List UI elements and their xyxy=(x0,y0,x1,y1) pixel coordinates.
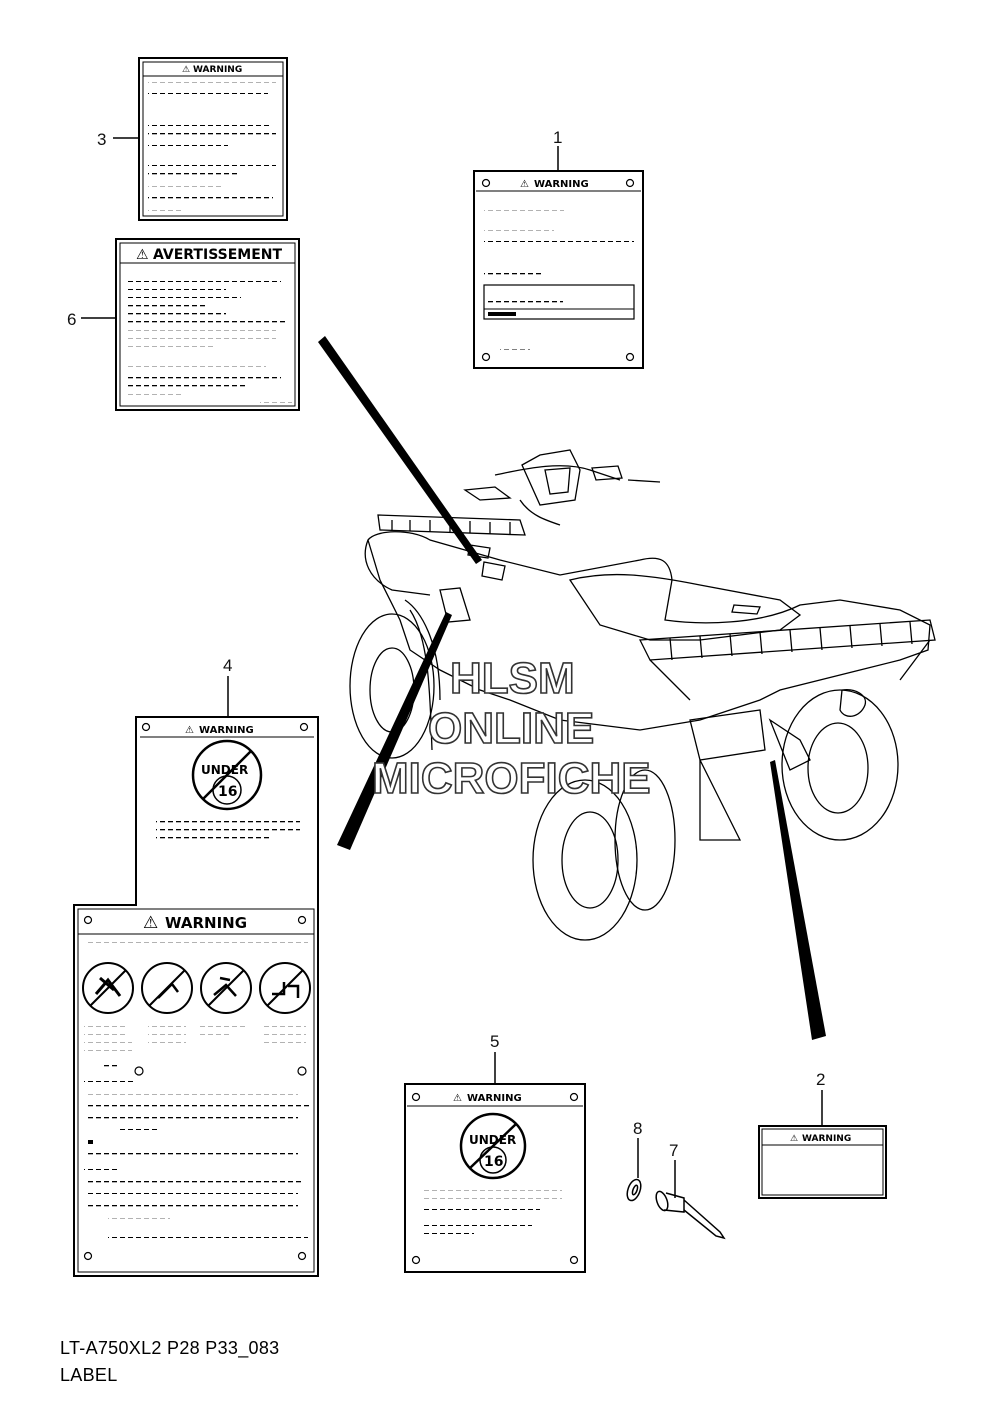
washer-part-8[interactable] xyxy=(625,1178,644,1203)
label-3-title: WARNING xyxy=(193,65,242,75)
watermark-line-1: HLSM xyxy=(450,654,575,703)
label-4-top-title: WARNING xyxy=(199,725,254,736)
under-16-icon: UNDER 16 xyxy=(459,1112,527,1180)
label-2-title: WARNING xyxy=(802,1134,851,1144)
under-16-icon: UNDER 16 xyxy=(191,739,263,811)
label-3[interactable]: ⚠ WARNING xyxy=(138,57,288,221)
label-6-text-lines xyxy=(126,271,292,403)
callout-5: 5 xyxy=(490,1032,499,1051)
label-6[interactable]: ⚠ AVERTISSEMENT xyxy=(115,238,300,411)
watermark: HLSM ONLINE MICROFICHE xyxy=(371,653,651,804)
label-1-text-lines xyxy=(484,199,636,275)
label-2[interactable]: ⚠ WARNING xyxy=(758,1125,887,1199)
svg-text:16: 16 xyxy=(218,784,237,800)
label-3-text-lines xyxy=(148,82,280,213)
svg-text:16: 16 xyxy=(484,1154,503,1170)
label-4-text-lines xyxy=(84,1026,310,1269)
callout-3: 3 xyxy=(97,130,106,149)
label-4-bottom-title: WARNING xyxy=(165,914,247,932)
label-4[interactable]: ⚠ WARNING UNDER 16 ⚠ WARNING xyxy=(73,716,319,1277)
rivet-part-7[interactable] xyxy=(654,1190,726,1240)
diagram-section-title: LABEL xyxy=(60,1365,118,1385)
callout-6: 6 xyxy=(67,310,76,329)
watermark-line-3: MICROFICHE xyxy=(372,754,651,803)
warning-triangle-icon: ⚠ xyxy=(790,1134,798,1144)
warning-triangle-icon: ⚠ xyxy=(136,247,149,263)
warning-triangle-icon: ⚠ xyxy=(453,1093,462,1104)
watermark-line-2: ONLINE xyxy=(428,704,594,753)
label-1[interactable]: ⚠ WARNING xyxy=(473,170,644,369)
warning-triangle-icon: ⚠ xyxy=(182,65,190,75)
label-5[interactable]: ⚠ WARNING UNDER 16 xyxy=(404,1083,586,1273)
callout-8: 8 xyxy=(633,1119,642,1138)
prohibition-icons xyxy=(82,962,311,1014)
warning-triangle-icon: ⚠ xyxy=(520,179,529,190)
diagram-code: LT-A750XL2 P28 P33_083 xyxy=(60,1338,280,1358)
callout-4: 4 xyxy=(223,656,232,675)
pointer-arrows xyxy=(318,336,826,1040)
callout-1: 1 xyxy=(553,128,562,147)
atv-illustration xyxy=(349,449,936,941)
label-1-title: WARNING xyxy=(534,179,589,190)
label-5-title: WARNING xyxy=(467,1093,522,1104)
svg-text:UNDER: UNDER xyxy=(201,763,248,777)
callout-2: 2 xyxy=(816,1070,825,1089)
warning-triangle-icon: ⚠ xyxy=(185,725,194,736)
label-6-title: AVERTISSEMENT xyxy=(153,247,283,263)
warning-triangle-icon: ⚠ xyxy=(143,913,158,933)
callout-7: 7 xyxy=(669,1141,678,1160)
